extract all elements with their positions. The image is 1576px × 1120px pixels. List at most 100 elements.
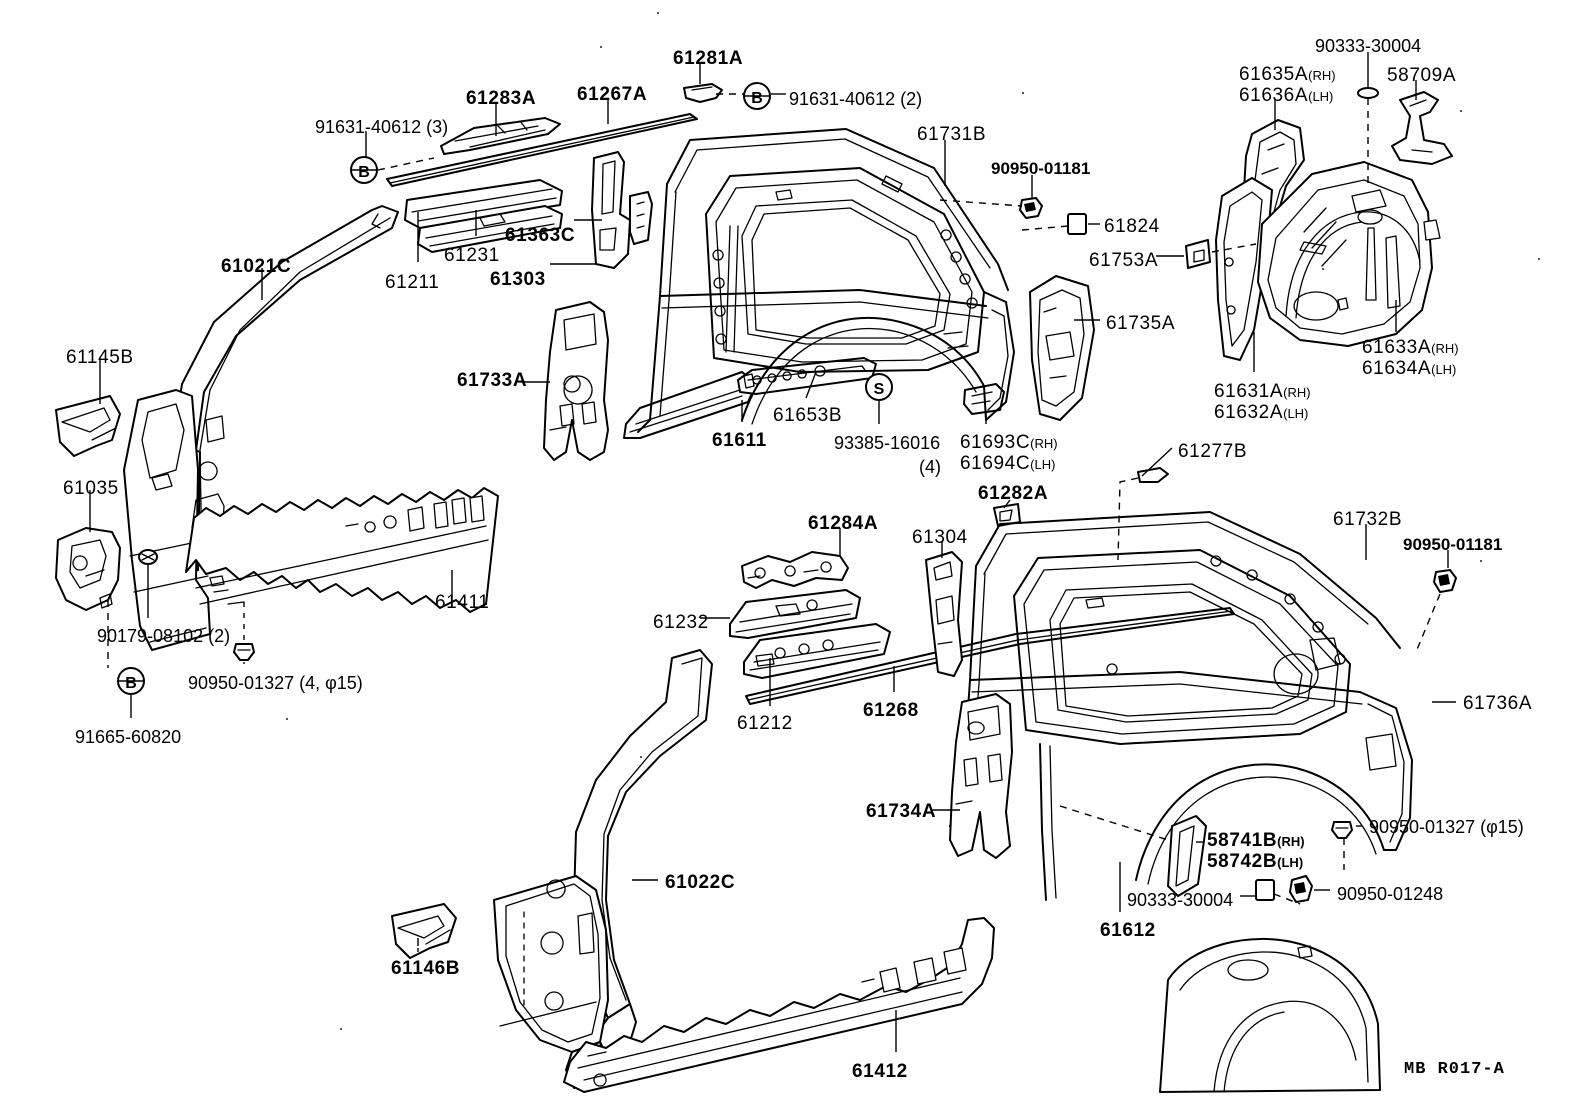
part-callout-c05[interactable]: 91631-40612 (2) <box>789 89 923 109</box>
part-rear-floor-well <box>1159 937 1381 1093</box>
part-61363c-pillar <box>591 151 631 269</box>
part-61212-panel <box>743 623 891 679</box>
part-callout-c26[interactable]: 61733A <box>457 370 528 391</box>
part-callout-c41[interactable]: 90950-01181 <box>1403 535 1503 554</box>
callout-line-1: 61633A(RH) <box>1362 337 1459 358</box>
callout-line-2: 61634A(LH) <box>1362 358 1457 380</box>
part-callout-c25[interactable]: 91665-60820 <box>75 727 182 747</box>
part-callout-c22[interactable]: 61035 <box>63 478 119 499</box>
part-61211-panel <box>404 179 563 229</box>
print-speck <box>640 756 642 758</box>
part-callout-c24[interactable]: 90950-01327 (4, φ15) <box>188 673 363 693</box>
part-callout-c48[interactable]: 61734A <box>866 801 937 822</box>
part-callout-c28[interactable]: 61653B <box>773 405 843 426</box>
part-callout-c43[interactable]: 90950-01327 (φ15) <box>1369 817 1524 837</box>
part-callout-c51[interactable]: 61412 <box>852 1061 908 1082</box>
print-speck <box>286 718 288 720</box>
part-callout-c03[interactable]: 61267A <box>577 84 648 105</box>
callout-line-2: 61632A(LH) <box>1214 402 1309 424</box>
fastener-90950-01181-upper <box>1019 197 1043 219</box>
part-callout-c19[interactable]: 61303 <box>490 269 546 290</box>
callout-side-2: (LH) <box>1277 855 1304 871</box>
part-callout-c42[interactable]: 61736A <box>1463 693 1533 714</box>
part-callout-c07[interactable]: 90950-01181 <box>991 159 1091 178</box>
part-callout-c31[interactable]: 61693C(RH)61694C(LH) <box>960 432 1058 475</box>
callout-side-2: (LH) <box>1431 362 1457 378</box>
callout-line-1: 61635A(RH) <box>1239 64 1336 85</box>
part-callout-c35[interactable]: 61304 <box>912 527 968 548</box>
part-callout-c30[interactable]: (4) <box>919 457 941 477</box>
part-callout-c09[interactable]: 61753A <box>1089 250 1159 271</box>
part-58709a-bracket <box>1391 91 1453 165</box>
part-61734a-pillar <box>949 693 1013 859</box>
part-callout-c14[interactable]: 61633A(RH)61634A(LH) <box>1362 337 1459 380</box>
part-callout-c36[interactable]: 61232 <box>653 612 709 633</box>
part-callout-c32[interactable]: 61411 <box>435 592 490 613</box>
part-callout-c44[interactable]: 58741B(RH)58742B(LH) <box>1207 830 1305 873</box>
print-speck <box>1022 92 1024 94</box>
part-61145b-gusset <box>55 395 121 457</box>
part-callout-c40[interactable]: 61732B <box>1333 509 1403 530</box>
part-61232-panel <box>729 589 861 639</box>
part-61022c-rear-pillar <box>493 649 713 1089</box>
fastener-90333-30004-lower <box>1255 879 1275 901</box>
part-callout-c49[interactable]: 61022C <box>665 872 736 893</box>
fastener-90179-08102 <box>138 549 158 565</box>
part-callout-c38[interactable]: 61268 <box>863 700 919 721</box>
part-61753a-wedge <box>1185 239 1211 269</box>
print-speck <box>600 46 602 48</box>
part-callout-c15[interactable]: 61631A(RH)61632A(LH) <box>1214 381 1311 424</box>
part-callout-c11[interactable]: 90333-30004 <box>1315 36 1422 56</box>
part-61412-rocker-outer <box>563 917 995 1093</box>
part-callout-c01[interactable]: 91631-40612 (3) <box>315 117 449 137</box>
part-callout-c45[interactable]: 90950-01248 <box>1337 884 1444 904</box>
print-speck <box>1322 268 1324 270</box>
part-callout-c33[interactable]: 61282A <box>978 483 1049 504</box>
callout-side-1: (RH) <box>1431 341 1459 356</box>
fastener-90950-01181-right <box>1433 569 1457 593</box>
part-callout-c17[interactable]: 61231 <box>444 245 500 266</box>
callout-side-2: (LH) <box>1283 406 1309 422</box>
part-callout-c20[interactable]: 61021C <box>221 256 292 277</box>
callout-side-2: (LH) <box>1308 89 1334 105</box>
part-callout-c10[interactable]: 61735A <box>1106 313 1176 334</box>
part-61267a-drip-rail <box>386 113 698 187</box>
part-58741b-moulding <box>1167 815 1207 897</box>
part-callout-c29[interactable]: 93385-16016 <box>834 433 941 453</box>
sheet-code: MB R017-A <box>1404 1060 1505 1079</box>
part-callout-c16[interactable]: 61211 <box>385 272 440 293</box>
leader-lines <box>89 52 1456 1052</box>
assembly-body-side-lower <box>949 511 1413 901</box>
part-callout-c12[interactable]: 58709A <box>1387 65 1457 86</box>
fastener-90333-30004-top <box>1357 87 1379 99</box>
part-callout-c18[interactable]: 61363C <box>505 225 576 246</box>
part-61303-bracket <box>629 191 653 245</box>
print-speck <box>1480 560 1482 562</box>
part-callout-c47[interactable]: 61612 <box>1100 920 1156 941</box>
part-callout-c39[interactable]: 61277B <box>1178 441 1248 462</box>
part-61283a-moulding <box>440 117 561 155</box>
part-callout-c06[interactable]: 61731B <box>917 124 987 145</box>
part-61411-rocker-inner <box>185 487 499 613</box>
part-callout-c02[interactable]: 61283A <box>466 88 537 109</box>
part-callout-c21[interactable]: 61145B <box>66 347 134 368</box>
part-61281a-clip <box>683 83 723 103</box>
print-speck <box>657 12 659 14</box>
assembly-body-side-upper <box>637 128 1015 433</box>
part-61735a-panel <box>1029 275 1095 421</box>
part-callout-c08[interactable]: 61824 <box>1104 216 1160 237</box>
part-61284a-bracket <box>741 551 849 589</box>
part-callout-c37[interactable]: 61212 <box>737 713 793 734</box>
part-callout-c27[interactable]: 61611 <box>712 430 767 451</box>
part-61304-bracket <box>925 551 963 677</box>
callout-line-2: 61636A(LH) <box>1239 85 1334 107</box>
part-callout-c23[interactable]: 90179-08102 (2) <box>97 626 231 646</box>
part-callout-c46[interactable]: 90333-30004 <box>1127 890 1234 910</box>
part-61277b-clip <box>1137 467 1169 483</box>
callout-line-2: 61694C(LH) <box>960 453 1056 475</box>
part-callout-c13[interactable]: 61635A(RH)61636A(LH) <box>1239 64 1336 107</box>
part-callout-c50[interactable]: 61146B <box>391 958 461 979</box>
part-callout-c34[interactable]: 61284A <box>808 513 879 534</box>
print-speck <box>1538 258 1540 260</box>
part-callout-c04[interactable]: 61281A <box>673 48 744 69</box>
